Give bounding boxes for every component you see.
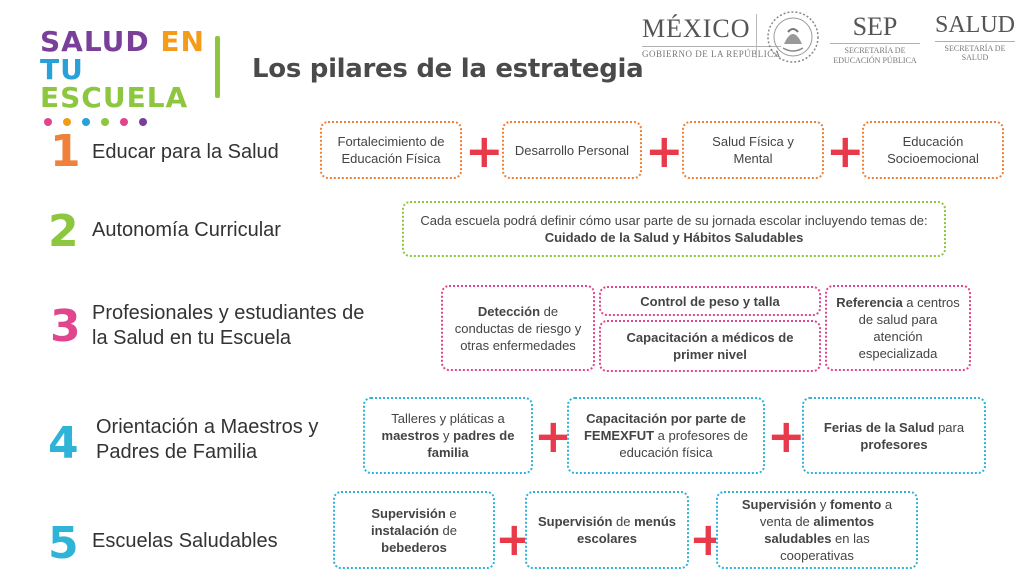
pillar-number-1: 1	[50, 126, 81, 177]
sep-subtitle-2: EDUCACIÓN PÚBLICA	[833, 56, 917, 65]
plus-icon: +	[465, 124, 504, 178]
sep-logo: SEP SECRETARÍA DE EDUCACIÓN PÚBLICA	[830, 12, 920, 66]
row1-box-educacion-fisica: Fortalecimiento de Educación Física	[320, 121, 462, 179]
row2-box-autonomia: Cada escuela podrá definir cómo usar par…	[402, 201, 946, 257]
pillar-number-5: 5	[48, 518, 79, 569]
pillar-number-2: 2	[48, 206, 79, 257]
logo-dot	[139, 118, 147, 126]
logo-dot	[44, 118, 52, 126]
pillar-label-3: Profesionales y estudiantes de la Salud …	[92, 302, 365, 349]
row1-box-socioemocional: Educación Socioemocional	[862, 121, 1004, 179]
logo-word-tu: TU	[40, 53, 84, 86]
row3-box-control-peso: Control de peso y talla	[599, 286, 821, 316]
mexico-wordmark: MÉXICO	[642, 14, 751, 43]
sep-subtitle-1: SECRETARÍA DE	[844, 46, 906, 55]
header-divider	[756, 14, 757, 58]
row5-box-bebederos: Supervisión e instalación de bebederos	[333, 491, 495, 569]
row3-box-capacitacion-medicos: Capacitación a médicos de primer nivel	[599, 320, 821, 372]
salud-en-tu-escuela-logo: SALUD EN TU ESCUELA	[40, 28, 210, 126]
logo-word-en: EN	[160, 25, 205, 58]
pillar-label-4: Orientación a Maestros y Padres de Famil…	[96, 416, 319, 463]
plus-icon: +	[645, 124, 684, 178]
logo-dot	[101, 118, 109, 126]
pillar-label-5: Escuelas Saludables	[92, 530, 278, 552]
pillar-label-1: Educar para la Salud	[92, 141, 279, 163]
row1-box-desarrollo-personal: Desarrollo Personal	[502, 121, 642, 179]
row4-box-femexfut: Capacitación por parte de FEMEXFUT a pro…	[567, 397, 765, 474]
logo-word-escuela: ESCUELA	[40, 81, 189, 114]
plus-icon: +	[534, 409, 573, 463]
salud-logo: SALUD SECRETARÍA DE SALUD	[935, 12, 1015, 62]
logo-dot	[63, 118, 71, 126]
row5-box-menus: Supervisión de menús escolares	[525, 491, 689, 569]
logo-dot	[120, 118, 128, 126]
salud-subtitle: SECRETARÍA DE SALUD	[935, 41, 1015, 62]
sep-wordmark: SEP	[852, 12, 898, 41]
row5-box-cooperativas: Supervisión y fomento a venta de aliment…	[716, 491, 918, 569]
gobierno-mexico-logo: MÉXICO GOBIERNO DE LA REPÚBLICA	[642, 14, 781, 59]
logo-divider	[215, 36, 220, 98]
plus-icon: +	[826, 124, 865, 178]
mexico-subtitle: GOBIERNO DE LA REPÚBLICA	[642, 46, 781, 59]
logo-word-salud: SALUD	[40, 25, 150, 58]
row4-box-talleres: Talleres y pláticas a maestros y padres …	[363, 397, 533, 474]
national-seal-icon	[767, 11, 819, 63]
plus-icon: +	[767, 409, 806, 463]
logo-dots	[44, 118, 210, 126]
row3-box-referencia: Referencia a centros de salud para atenc…	[825, 285, 971, 371]
pillar-number-4: 4	[48, 418, 79, 469]
salud-wordmark: SALUD	[935, 12, 1016, 38]
page-title: Los pilares de la estrategia	[252, 54, 644, 84]
pillar-label-2: Autonomía Curricular	[92, 219, 281, 241]
row4-box-ferias: Ferias de la Salud para profesores	[802, 397, 986, 474]
row3-box-deteccion: Detección de conductas de riesgo y otras…	[441, 285, 595, 371]
row1-box-salud-fisica-mental: Salud Física y Mental	[682, 121, 824, 179]
logo-dot	[82, 118, 90, 126]
pillar-number-3: 3	[50, 301, 81, 352]
